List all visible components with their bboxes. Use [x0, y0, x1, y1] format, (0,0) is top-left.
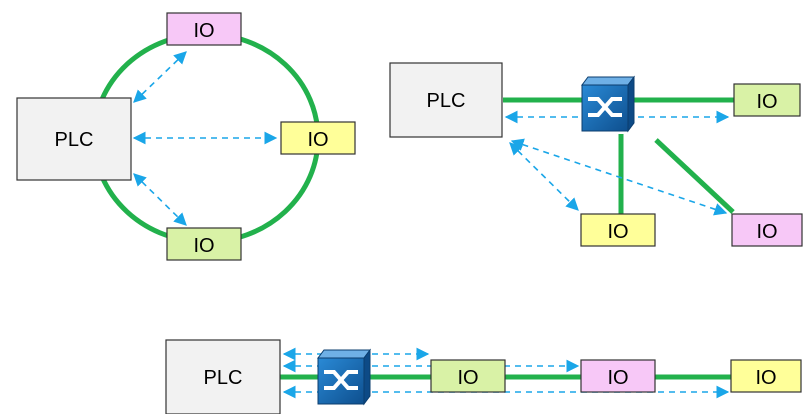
ring-io-top-node: IO [166, 12, 242, 46]
star-io-bottom-node: IO [580, 213, 656, 247]
star-io-far-node: IO [731, 213, 803, 247]
star-plc-node: PLC [389, 62, 503, 138]
star-topology: PLC IO IO IO [389, 62, 803, 247]
ring-io-bottom-node: IO [166, 227, 242, 261]
ring-plc-node: PLC [16, 97, 132, 181]
star-link-switch-io-far [654, 138, 735, 214]
ring-topology: PLC IO IO IO [16, 12, 356, 261]
star-io-right-node: IO [733, 83, 801, 117]
star-plc-label: PLC [427, 90, 466, 112]
star-flow-plc-io-far [510, 138, 728, 216]
line-topology: PLC IO IO IO [165, 339, 802, 414]
line-plc-label: PLC [204, 367, 243, 389]
line-plc-node: PLC [165, 339, 281, 414]
ring-io-bottom-label: IO [193, 235, 214, 257]
ring-io-right-node: IO [280, 121, 356, 155]
ring-flow-plc-to-bottom-io [133, 173, 187, 226]
ring-plc-label: PLC [55, 129, 94, 151]
network-switch-icon [580, 75, 636, 133]
ring-io-right-label: IO [307, 129, 328, 151]
line-io-1-node: IO [430, 359, 506, 393]
line-io-1-label: IO [457, 367, 478, 389]
line-io-2-node: IO [580, 359, 656, 393]
line-io-2-label: IO [607, 367, 628, 389]
star-io-right-label: IO [756, 91, 777, 113]
network-switch-icon [316, 348, 372, 406]
star-io-far-label: IO [756, 221, 777, 243]
star-io-bottom-label: IO [607, 221, 628, 243]
star-flow-plc-io-bottom [509, 142, 579, 211]
ring-io-top-label: IO [193, 20, 214, 42]
line-io-3-node: IO [730, 359, 802, 393]
ring-flow-plc-to-top-io [133, 51, 187, 103]
line-io-3-label: IO [755, 367, 776, 389]
